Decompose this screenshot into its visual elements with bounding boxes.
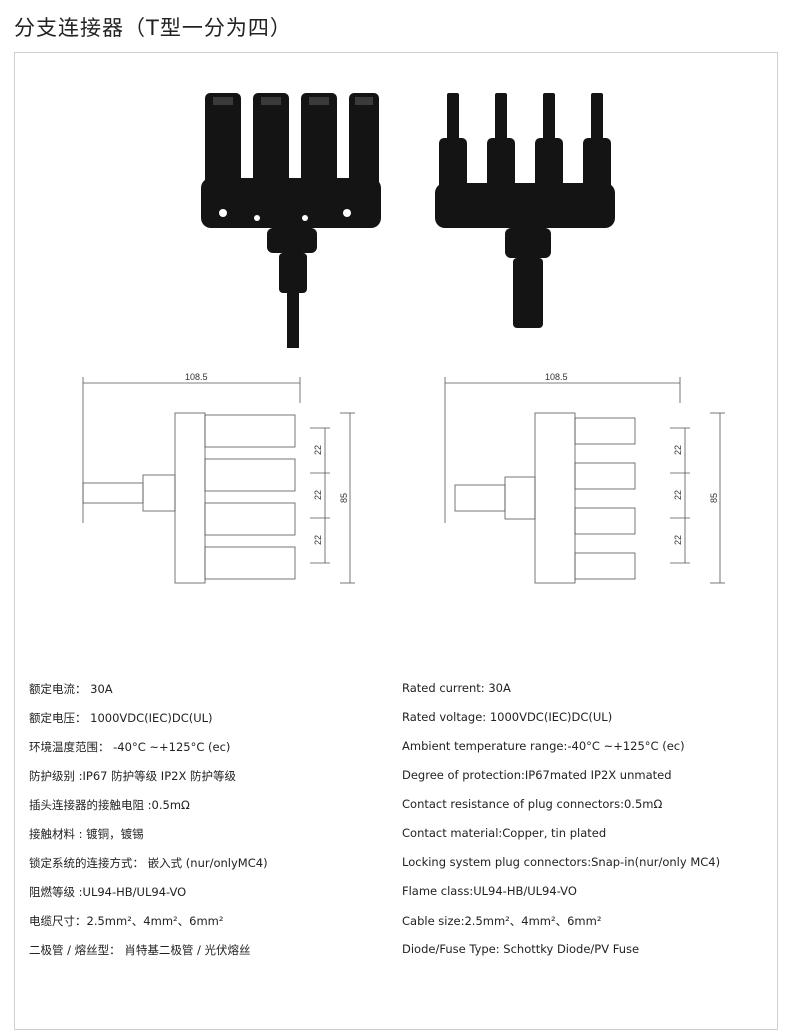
spec-cn-protection: 防护级别 :IP67 防护等级 IP2X 防护等级: [29, 769, 236, 783]
spec-en-cable-size: Cable size:2.5mm²、4mm²、6mm²: [402, 914, 602, 928]
spec-en-rated-current: Rated current: 30A: [402, 681, 511, 695]
pitch-dim-label-2: 22: [313, 490, 323, 500]
spec-cn-locking-system: 锁定系统的连接方式： 嵌入式 (nur/onlyMC4): [29, 856, 268, 870]
spec-cn-contact-material: 接触材料 : 镀铜，镀锡: [29, 827, 144, 841]
height-dim-label: 85: [339, 493, 349, 503]
spec-cn-diode-fuse: 二极管 / 熔丝型： 肖特基二极管 / 光伏熔丝: [29, 943, 251, 957]
pitch-dim-label-1: 22: [673, 445, 683, 455]
pitch-dim-label-3: 22: [673, 535, 683, 545]
page-title: 分支连接器（T型一分为四）: [14, 16, 292, 40]
pitch-dim-label-3: 22: [313, 535, 323, 545]
spec-en-contact-resistance: Contact resistance of plug connectors:0.…: [402, 797, 663, 811]
pitch-dim-label-1: 22: [313, 445, 323, 455]
spec-en-temperature: Ambient temperature range:-40°C ~+125°C …: [402, 739, 685, 753]
connector-photo-female: [201, 93, 381, 348]
connector-photo-male: [435, 93, 615, 328]
spec-en-protection: Degree of protection:IP67mated IP2X unma…: [402, 768, 672, 782]
spec-en-flame-class: Flame class:UL94-HB/UL94-VO: [402, 884, 577, 898]
width-dim-label: 108.5: [185, 373, 208, 382]
spec-cn-rated-voltage: 额定电压： 1000VDC(IEC)DC(UL): [29, 711, 213, 725]
spec-cn-contact-resistance: 插头连接器的接触电阻 :0.5mΩ: [29, 798, 190, 812]
dimension-drawing-male: 108.5 22 22 22 85: [444, 373, 725, 584]
spec-cn-rated-current: 额定电流： 30A: [29, 682, 113, 696]
width-dim-label: 108.5: [545, 373, 568, 382]
spec-en-diode-fuse: Diode/Fuse Type: Schottky Diode/PV Fuse: [402, 942, 640, 956]
spec-cn-cable-size: 电缆尺寸：2.5mm²、4mm²、6mm²: [29, 914, 224, 928]
spec-en-rated-voltage: Rated voltage: 1000VDC(IEC)DC(UL): [402, 710, 613, 724]
dimension-drawing-female: 108.5 22 22 22 85: [82, 373, 355, 584]
spec-cn-flame-class: 阻燃等级 :UL94-HB/UL94-VO: [29, 885, 187, 899]
height-dim-label: 85: [709, 493, 719, 503]
product-panel: 108.5 22 22 22 85 108.5 22: [14, 52, 778, 1030]
pitch-dim-label-2: 22: [673, 490, 683, 500]
spec-cn-temperature: 环境温度范围： -40°C ~+125°C (ec): [29, 740, 231, 754]
spec-en-locking-system: Locking system plug connectors:Snap-in(n…: [402, 855, 721, 869]
spec-en-contact-material: Contact material:Copper, tin plated: [402, 826, 607, 840]
